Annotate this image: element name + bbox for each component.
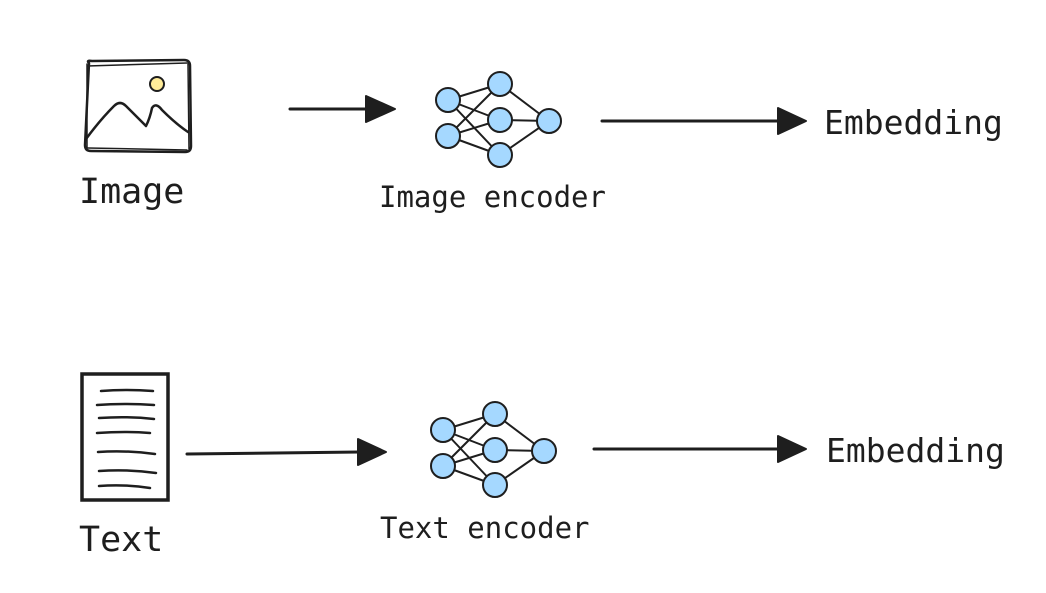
network-node: [482, 472, 508, 498]
network-node: [482, 401, 508, 427]
image-icon: [83, 58, 193, 154]
image-row: Image Image encoder: [79, 58, 1003, 214]
image-embedding-label: Embedding: [824, 103, 1003, 142]
image-input-label: Image: [79, 172, 184, 212]
network-node: [435, 87, 461, 113]
document-icon: [80, 372, 170, 502]
text-input-label: Text: [79, 520, 163, 560]
image-to-encoder-arrow: [288, 95, 396, 123]
network-node: [536, 108, 562, 134]
sun-icon: [149, 76, 165, 92]
text-to-encoder-arrow: [185, 438, 387, 466]
network-node: [435, 123, 461, 149]
image-encoder-label: Image encoder: [379, 180, 606, 214]
network-node: [430, 417, 456, 443]
image-encoder-to-embedding-arrow: [600, 107, 807, 135]
network-node: [482, 437, 508, 463]
network-node: [487, 71, 513, 97]
network-node: [430, 453, 456, 479]
text-row: Text Text encoder: [79, 372, 1005, 560]
text-encoder-to-embedding-arrow: [592, 435, 807, 463]
image-encoder-network-icon: [435, 71, 562, 168]
network-node: [531, 438, 557, 464]
network-node: [487, 142, 513, 168]
text-encoder-label: Text encoder: [380, 511, 590, 545]
network-node: [487, 107, 513, 133]
text-embedding-label: Embedding: [826, 431, 1005, 470]
text-encoder-network-icon: [430, 401, 557, 498]
